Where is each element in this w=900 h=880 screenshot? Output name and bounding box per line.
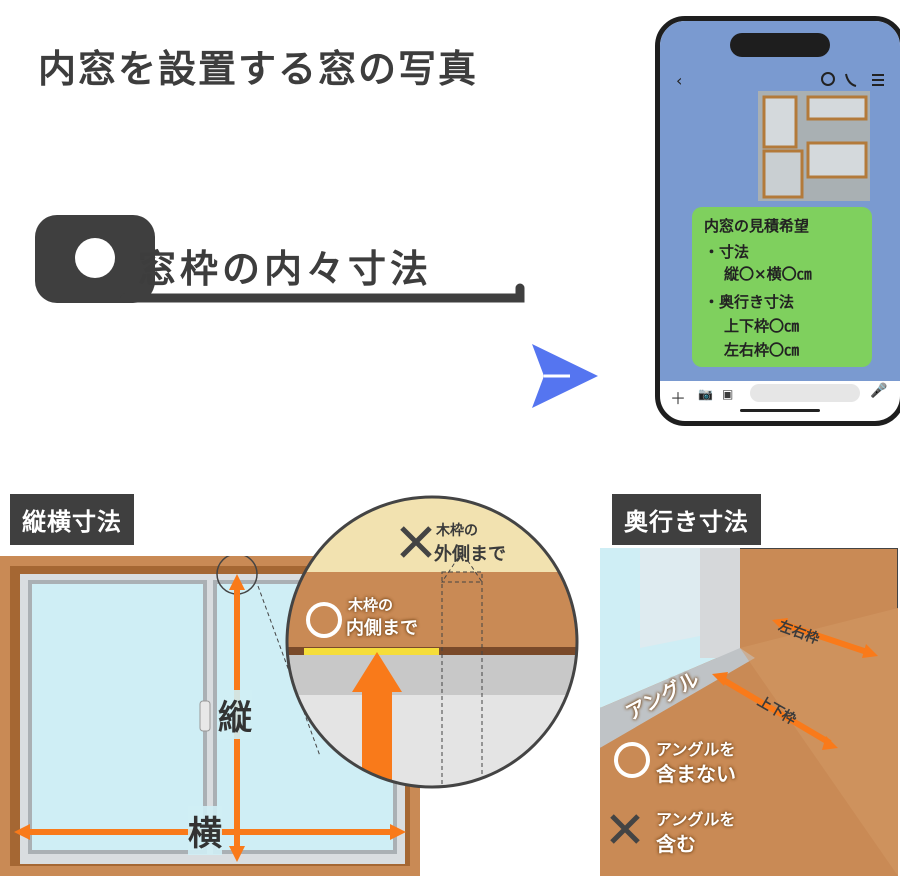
zoom-detail: [285, 495, 579, 789]
page-title: 内窓を設置する窓の写真: [38, 47, 479, 91]
image-icon[interactable]: ▣: [722, 387, 734, 401]
message-bullet-size: ・寸法: [704, 243, 750, 261]
ok-inside-line1: 木枠の: [348, 596, 394, 614]
depth-illustration: [600, 548, 898, 876]
ng-outside-line1: 木枠の: [436, 523, 478, 539]
smartphone: ‹ 内窓の見積希望 ・寸法 縦〇×横〇㎝ ・奥行き寸法 上下枠〇㎝ 左右枠〇㎝ …: [655, 16, 900, 426]
mic-icon[interactable]: 🎤: [870, 383, 888, 399]
message-size: 縦〇×横〇㎝: [724, 265, 812, 283]
message-title: 内窓の見積希望: [704, 217, 810, 235]
size-tag: 縦横寸法: [10, 494, 134, 545]
send-arrow-icon: [532, 344, 598, 408]
message-bullet-depth: ・奥行き寸法: [704, 293, 795, 311]
notch: [730, 33, 830, 57]
message-bubble: 内窓の見積希望 ・寸法 縦〇×横〇㎝ ・奥行き寸法 上下枠〇㎝ 左右枠〇㎝: [692, 207, 872, 367]
plus-icon[interactable]: ＋: [670, 389, 687, 408]
camera-icon[interactable]: 📷: [698, 387, 713, 401]
depth-tag: 奥行き寸法: [612, 494, 761, 545]
horizontal-label: 横: [188, 806, 222, 855]
ng-angle-line1: アングルを: [656, 810, 736, 829]
ok-angle-line2: 含まない: [656, 762, 736, 786]
message-left-right: 左右枠〇㎝: [724, 341, 800, 359]
window-photo: [758, 91, 870, 201]
vertical-label: 縦: [218, 690, 252, 739]
message-top-bottom: 上下枠〇㎝: [724, 317, 800, 335]
ng-outside-line2: 外側まで: [434, 544, 506, 565]
back-icon[interactable]: ‹: [676, 71, 683, 90]
tape-measure-icon: [35, 215, 525, 303]
ok-inside-line2: 内側まで: [346, 618, 418, 639]
tape-label: 窓枠の内々寸法: [138, 247, 433, 291]
ng-angle-line2: 含む: [656, 832, 696, 856]
ok-angle-line1: アングルを: [656, 740, 736, 759]
message-input[interactable]: [750, 384, 860, 402]
home-indicator: [740, 409, 820, 412]
header-icons: [821, 72, 884, 87]
